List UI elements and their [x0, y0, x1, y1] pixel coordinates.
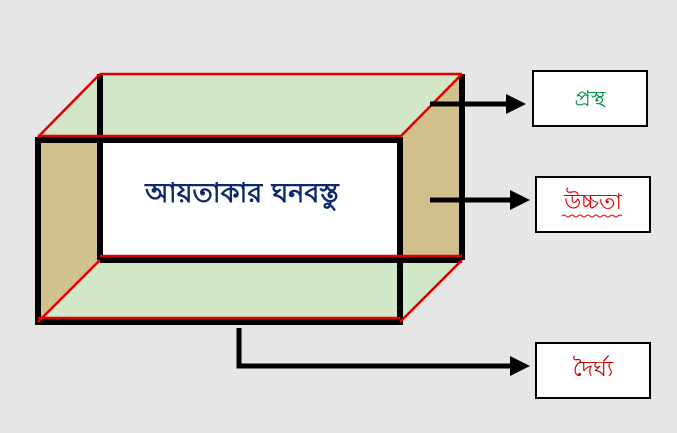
length-label-box: দৈর্ঘ্য [535, 342, 651, 399]
height-label: উচ্চতা [563, 188, 622, 215]
front-face [100, 140, 400, 258]
bottom-right-edge-red [399, 259, 463, 323]
bottom-left-edge-red [37, 259, 101, 323]
bottom-face [38, 260, 462, 322]
top-left-edge-red [37, 73, 101, 138]
height-label-box: উচ্চতা [535, 176, 651, 233]
center-label: আয়তাকার ঘনবস্তু [144, 178, 340, 211]
top-face [38, 74, 462, 137]
width-label: প্রস্থ [575, 87, 606, 112]
width-pointer-arrow [430, 94, 526, 114]
width-label-box: প্রস্থ [532, 70, 648, 127]
length-label: দৈর্ঘ্য [573, 355, 614, 382]
height-pointer-arrow [430, 190, 530, 210]
cuboid-shape [35, 72, 465, 325]
spellcheck-underline [561, 214, 623, 218]
length-pointer-arrow [236, 328, 530, 376]
